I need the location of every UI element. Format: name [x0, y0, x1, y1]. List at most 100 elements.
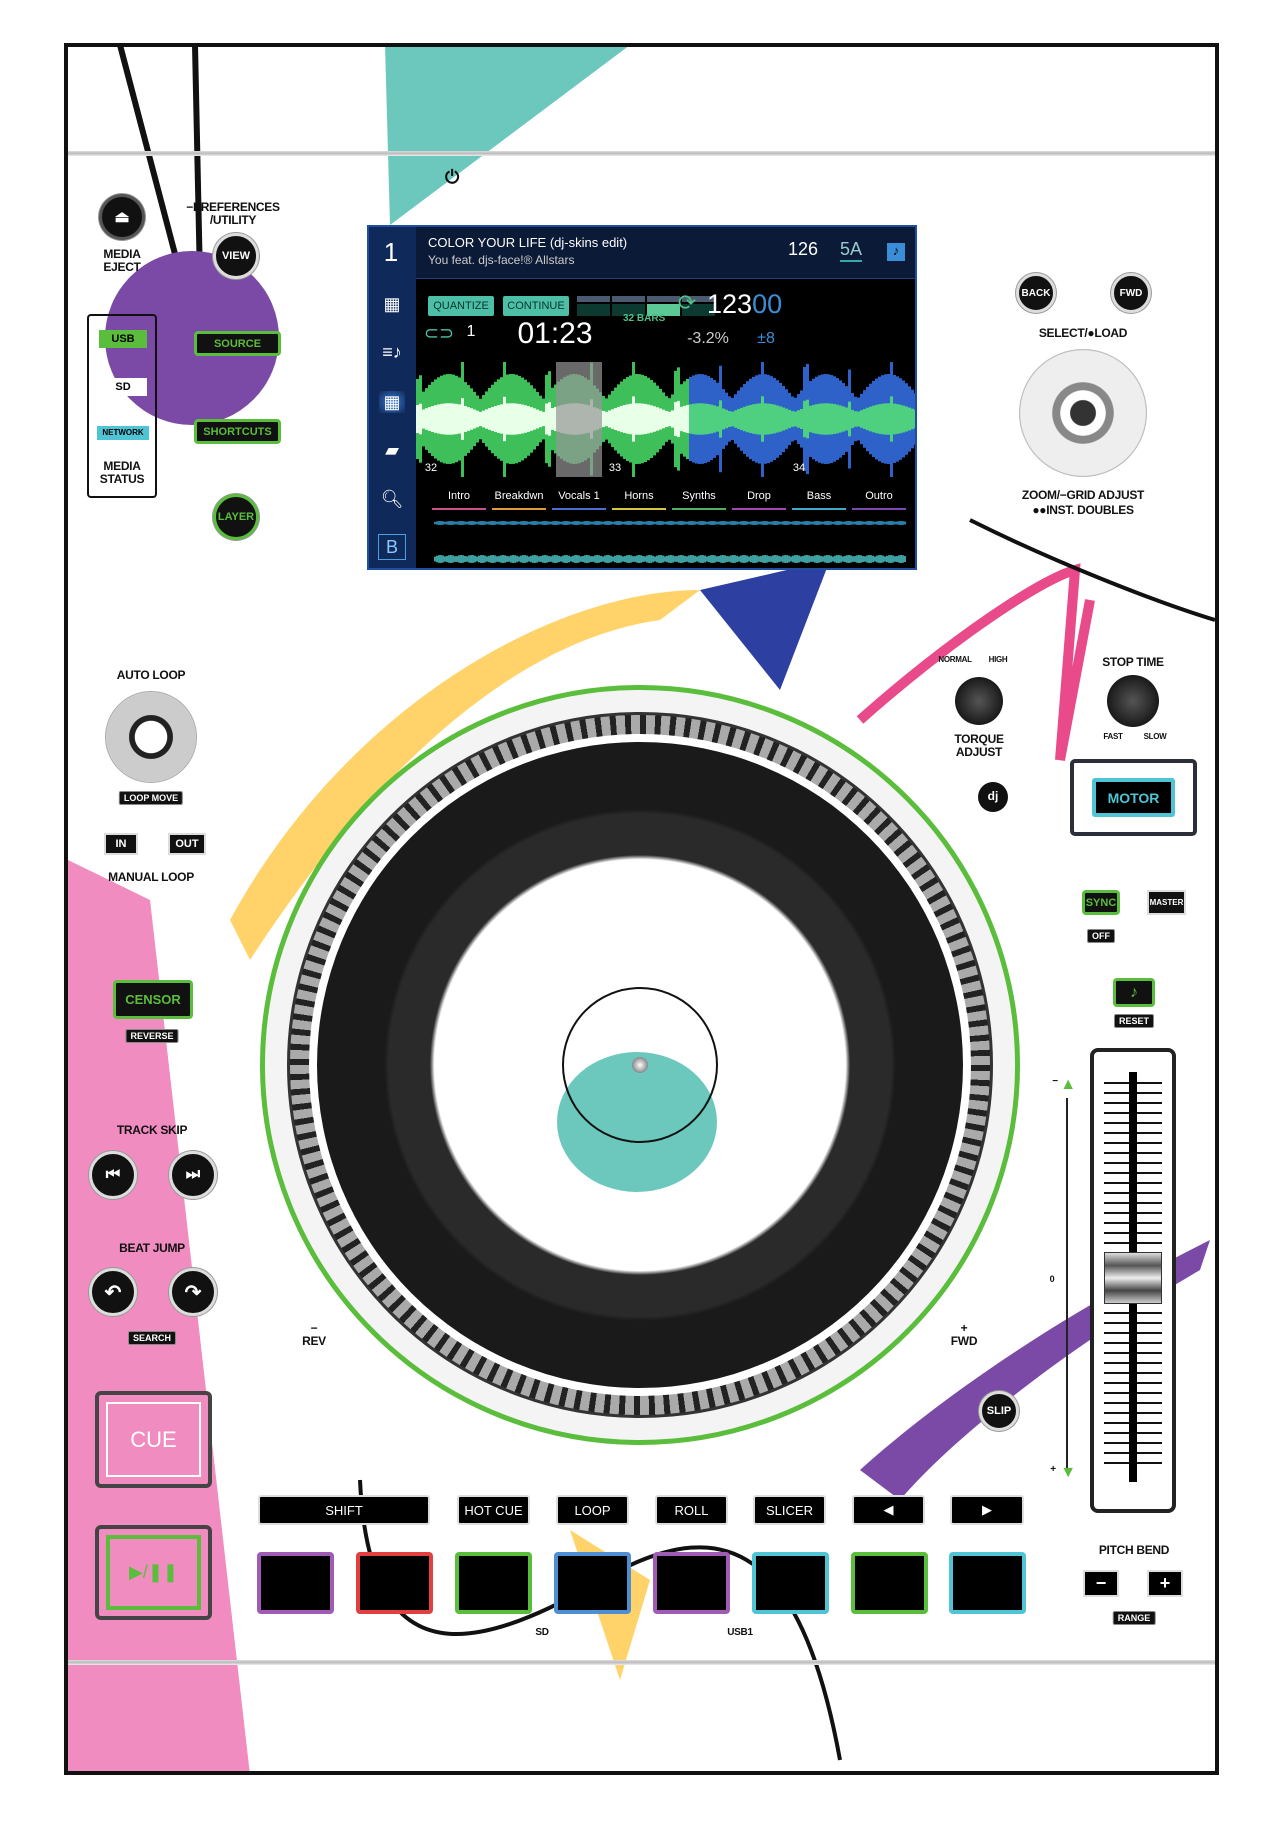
- media-eject-button[interactable]: ⏏: [99, 194, 145, 240]
- performance-pad-3[interactable]: [455, 1552, 532, 1614]
- overview-bar: [624, 521, 626, 525]
- jog-wheel[interactable]: [260, 685, 1020, 1445]
- pitch-bend-plus-button[interactable]: +: [1147, 1570, 1183, 1597]
- waveform-core: [884, 403, 887, 435]
- overview-bar: [716, 521, 718, 525]
- performance-pad-8[interactable]: [949, 1552, 1026, 1614]
- overview-bar: [524, 555, 526, 563]
- loop-mode-button[interactable]: LOOP: [556, 1495, 629, 1525]
- overview-bar: [724, 555, 726, 563]
- cue-button[interactable]: CUE: [95, 1391, 212, 1488]
- overview-bar: [876, 521, 878, 525]
- overview-bar: [658, 521, 660, 525]
- crates-icon[interactable]: ▦: [383, 294, 401, 314]
- performance-pad-2[interactable]: [356, 1552, 433, 1614]
- roll-mode-button[interactable]: ROLL: [655, 1495, 728, 1525]
- performance-pad-7[interactable]: [851, 1552, 928, 1614]
- motor-button[interactable]: MOTOR: [1092, 778, 1175, 817]
- section-label[interactable]: Intro: [447, 490, 471, 502]
- loop-out-button[interactable]: OUT: [168, 833, 206, 855]
- overview-bar: [590, 556, 592, 562]
- overview-bar: [606, 521, 608, 525]
- auto-loop-knob[interactable]: [105, 691, 197, 783]
- fwd-button[interactable]: FWD: [1111, 273, 1151, 313]
- play-pause-button[interactable]: ▶/❚❚: [95, 1525, 212, 1620]
- overview-bar: [486, 521, 488, 525]
- search-icon[interactable]: 🔍︎: [380, 489, 404, 509]
- overview-bar: [466, 521, 468, 525]
- overview-bar: [702, 521, 704, 525]
- censor-button[interactable]: CENSOR: [113, 980, 193, 1019]
- pitch-bend-minus-button[interactable]: −: [1083, 1570, 1119, 1597]
- overview-bar: [744, 521, 746, 525]
- layer-button[interactable]: LAYER: [213, 494, 259, 540]
- waveform-core: [431, 406, 434, 432]
- param-left-button[interactable]: ◀: [852, 1495, 925, 1525]
- section-label[interactable]: Horns: [624, 490, 654, 502]
- section-label[interactable]: Outro: [865, 490, 893, 502]
- master-button[interactable]: MASTER: [1147, 890, 1186, 915]
- layer-indicator[interactable]: B: [378, 534, 406, 560]
- overview-bar: [798, 555, 800, 563]
- overview-bar: [818, 555, 820, 563]
- performance-pad-1[interactable]: [257, 1552, 334, 1614]
- performance-pad-6[interactable]: [752, 1552, 829, 1614]
- motor-frame: MOTOR: [1070, 759, 1197, 836]
- source-button[interactable]: SOURCE: [194, 331, 281, 356]
- key-sync-icon[interactable]: ♪: [887, 243, 905, 261]
- shortcuts-button[interactable]: SHORTCUTS: [194, 419, 281, 444]
- overview-bar: [494, 555, 496, 563]
- select-load-knob[interactable]: [1019, 349, 1147, 477]
- overview-bar: [858, 555, 860, 563]
- waveform-core: [782, 407, 785, 431]
- rev-label: − REV: [302, 1321, 326, 1348]
- overview-bar: [464, 521, 466, 525]
- overview-bar: [498, 556, 500, 562]
- section-label[interactable]: Synths: [682, 490, 716, 502]
- beat-jump-back-button[interactable]: ↶: [89, 1268, 137, 1316]
- next-track-button[interactable]: ⏭: [169, 1151, 217, 1199]
- sync-button[interactable]: SYNC: [1082, 890, 1120, 915]
- overview-bar: [594, 521, 596, 525]
- overview-bar: [748, 556, 750, 562]
- overview-bar: [454, 521, 456, 525]
- overview-bar: [836, 521, 838, 525]
- slicer-mode-button[interactable]: SLICER: [753, 1495, 826, 1525]
- previous-track-button[interactable]: ⏮: [89, 1151, 137, 1199]
- key-reset-button[interactable]: ♪: [1113, 978, 1155, 1007]
- rotate-left-icon: ↶: [104, 1281, 122, 1304]
- loop-in-button[interactable]: IN: [104, 833, 138, 855]
- library-icon[interactable]: ▦: [379, 391, 405, 413]
- pitch-fader[interactable]: [1090, 1048, 1176, 1513]
- hot-cue-mode-button[interactable]: HOT CUE: [457, 1495, 530, 1525]
- pitch-fader-cap[interactable]: [1104, 1252, 1162, 1304]
- overview-bar: [882, 555, 884, 563]
- waveform-core: [767, 403, 770, 435]
- performance-pad-4[interactable]: [554, 1552, 631, 1614]
- overview-bar: [508, 556, 510, 562]
- overview-bar: [460, 521, 462, 525]
- back-button[interactable]: BACK: [1016, 273, 1056, 313]
- network-indicator: NETWORK: [97, 426, 149, 440]
- param-right-button[interactable]: ▶: [950, 1495, 1024, 1525]
- overview-bar: [742, 521, 744, 525]
- waveform-core: [785, 408, 788, 430]
- section-label[interactable]: Drop: [747, 490, 771, 502]
- playlist-icon[interactable]: ≡♪: [382, 342, 402, 362]
- torque-adjust-knob[interactable]: [955, 677, 1003, 725]
- section-label[interactable]: Bass: [806, 490, 832, 502]
- slip-button[interactable]: SLIP: [979, 1391, 1019, 1431]
- section-label[interactable]: Vocals 1: [558, 490, 600, 502]
- overview-bar: [698, 521, 700, 525]
- track-overview[interactable]: [434, 515, 906, 570]
- section-label[interactable]: Breakdwn: [494, 490, 544, 502]
- performance-pad-5[interactable]: [653, 1552, 730, 1614]
- waveform[interactable]: [416, 362, 917, 477]
- overview-bar: [550, 556, 552, 562]
- shift-button[interactable]: SHIFT: [258, 1495, 430, 1525]
- folder-icon[interactable]: ▰: [385, 440, 399, 460]
- beat-jump-forward-button[interactable]: ↷: [169, 1268, 217, 1316]
- view-button[interactable]: VIEW: [213, 233, 259, 279]
- stop-time-knob[interactable]: [1107, 675, 1159, 727]
- overview-bar: [614, 521, 616, 525]
